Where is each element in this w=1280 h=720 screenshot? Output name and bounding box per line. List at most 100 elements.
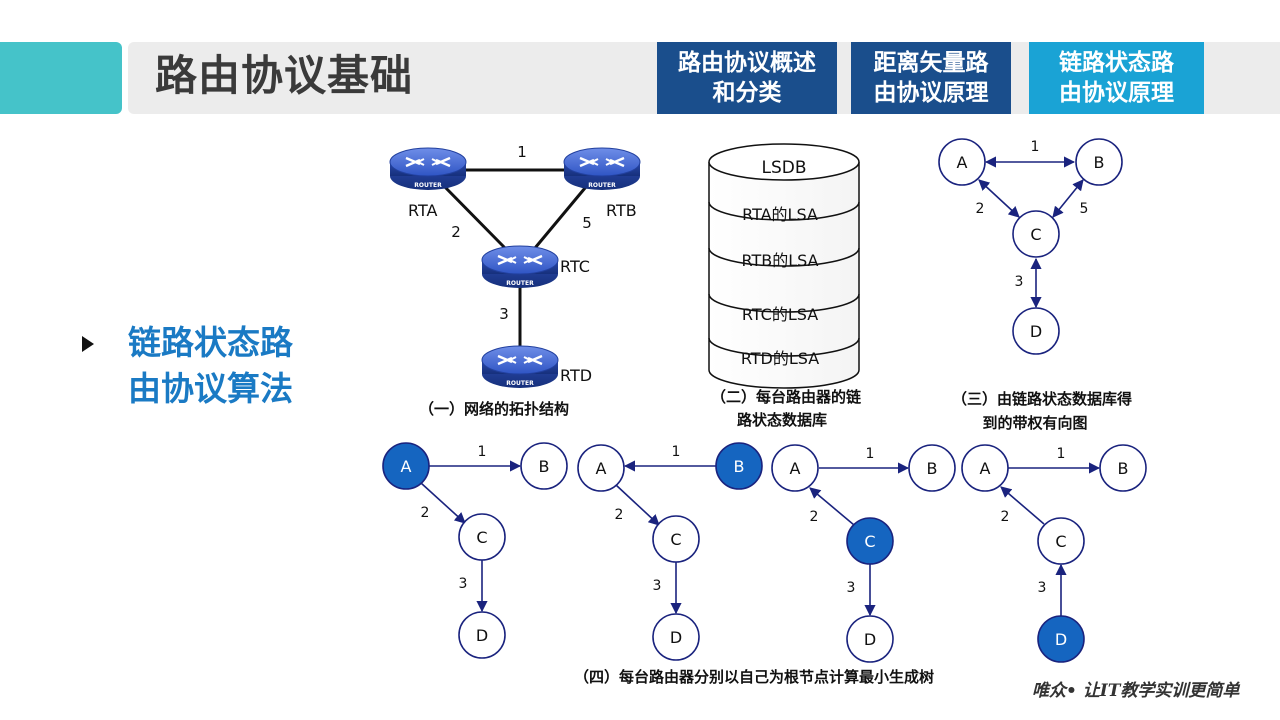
page-title: 路由协议基础 [155,51,414,100]
node-label: B [1118,459,1129,478]
footer-slogan: 唯众• 让IT教学实训更简单 [1032,681,1240,701]
node-label: A [790,459,801,478]
lsdb-entry: RTD的LSA [741,349,819,368]
node-label: C [670,530,681,549]
lsdb-caption: （二）每台路由器的链 [711,388,862,406]
spf-tree-root-c: A B C D 1 2 3 [771,444,956,663]
node-label: A [957,153,968,172]
edge-weight: 5 [1080,201,1089,217]
tab-routing-overview[interactable]: 路由协议概述 和分类 [657,42,837,114]
tree-node [652,515,700,563]
tab-link-state[interactable]: 链路状态路 由协议原理 [1029,42,1204,114]
spf-tree-root-d: A B C D 1 2 3 [961,444,1147,663]
tree-node [458,513,506,561]
router-badge: ROUTER [414,182,442,189]
router-icon: ROUTER [563,147,641,190]
router-badge: ROUTER [506,280,534,287]
edge-weight: 2 [1001,509,1010,525]
tab-label: 路由协议概述 和分类 [678,50,816,106]
lsdb-entry: RTC的LSA [742,305,818,324]
tree-node [846,615,894,663]
edge-weight: 3 [847,580,856,596]
root-node [382,442,430,490]
node-label: D [1055,630,1067,649]
link-cost-cd: 3 [499,305,509,323]
header-accent-block [0,42,122,114]
link-rta-rtc [438,180,507,250]
weighted-digraph [978,156,1084,309]
digraph-caption: 到的带权有向图 [982,414,1087,432]
side-topic-heading: 链路状态路 由协议算法 [128,323,293,408]
tree-edge [615,484,660,526]
router-icon: ROUTER [481,245,559,288]
root-node [1037,615,1085,663]
node-label: D [1030,322,1042,341]
root-node [715,442,763,490]
tab-label: 链路状态路 由协议原理 [1059,50,1174,106]
link-cost-ab: 1 [517,143,527,161]
digraph-nodes: A B C D 1 2 5 3 （三）由链路状态数据库得 到的带权有向图 [938,138,1132,432]
edge-weight: 1 [1057,446,1066,462]
tree-node [1037,517,1085,565]
router-badge: ROUTER [506,380,534,387]
router-label-rtb: RTB [606,201,637,220]
edge-weight: 1 [478,444,487,460]
tree-node [520,442,568,490]
router-icon: ROUTER [481,345,559,388]
tree-edge [809,487,855,526]
spf-tree-root-a: A B C D 1 2 3 [382,442,568,659]
edge-weight: 2 [976,201,985,217]
tab-distance-vector[interactable]: 距离矢量路 由协议原理 [851,42,1011,114]
edge-b-c [1052,179,1084,218]
node-label: C [864,532,875,551]
lsdb-entry: RTA的LSA [742,205,818,224]
router-label-rtd: RTD [560,366,592,385]
node-label: D [864,630,876,649]
root-node [846,517,894,565]
graph-node [1075,138,1123,186]
topology-diagram: ROUTER ROUTER ROUTER ROUTER RTA R [389,143,641,418]
node-label: B [1094,153,1105,172]
tree-node [458,611,506,659]
graph-node [1012,307,1060,355]
node-label: C [1030,225,1041,244]
node-label: B [539,457,550,476]
node-label: C [476,528,487,547]
tree-edge [420,482,466,524]
edge-weight: 1 [866,446,875,462]
edge-weight: 3 [1038,580,1047,596]
node-label: C [1055,532,1066,551]
lsdb-cylinder: LSDB RTA的LSA RTB的LSA RTC的LSA RTD的LSA （二）… [708,143,862,429]
digraph-caption: （三）由链路状态数据库得 [952,390,1132,408]
edge-weight: 3 [459,576,468,592]
edge-a-c [978,179,1020,218]
graph-node [938,138,986,186]
node-label: D [670,628,682,647]
edge-weight: 2 [615,507,624,523]
router-label-rta: RTA [408,201,437,220]
tab-label: 距离矢量路 由协议原理 [873,50,989,106]
graph-node [1012,210,1060,258]
node-label: B [734,457,745,476]
tree-node [908,444,956,492]
edge-weight: 3 [1015,274,1024,290]
edge-weight: 1 [672,444,681,460]
link-rtb-rtc [533,181,592,249]
tree-node [577,444,625,492]
node-label: A [980,459,991,478]
link-cost-ac: 2 [451,223,461,241]
router-label-rtc: RTC [560,257,590,276]
node-label: A [401,457,412,476]
edge-weight: 2 [810,509,819,525]
spf-tree-root-b: A B C D 1 2 3 [577,442,763,661]
edge-weight: 1 [1031,139,1040,155]
topology-caption: （一）网络的拓扑结构 [419,400,569,418]
tree-node [652,613,700,661]
node-label: B [927,459,938,478]
tree-node [961,444,1009,492]
tree-node [1099,444,1147,492]
spf-caption: （四）每台路由器分别以自己为根节点计算最小生成树 [574,668,934,686]
tree-edge [1000,486,1045,525]
router-badge: ROUTER [588,182,616,189]
link-cost-bc: 5 [582,214,592,232]
